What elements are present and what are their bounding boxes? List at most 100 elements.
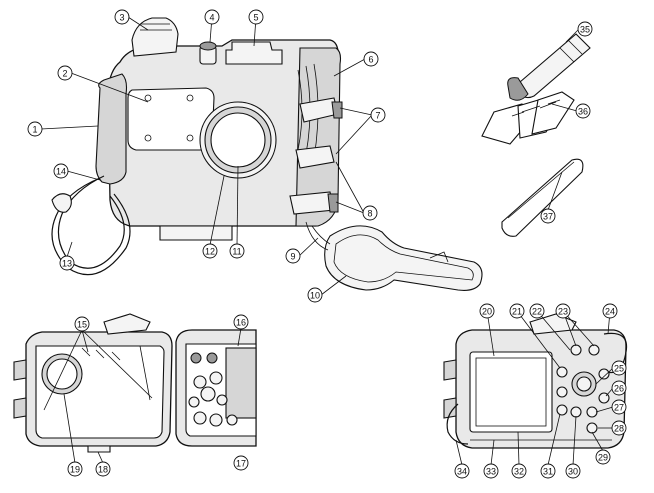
- callout-circle: [202, 243, 218, 259]
- callout-circle: [285, 248, 301, 264]
- callout-circle: [611, 360, 627, 376]
- callout-3: 3: [114, 9, 130, 25]
- callout-circle: [575, 103, 591, 119]
- callout-6: 6: [363, 51, 379, 67]
- callout-26: 26: [611, 380, 627, 396]
- callout-number: 24: [605, 307, 615, 317]
- callout-circle: [529, 303, 545, 319]
- interior-view-housing: [13, 313, 173, 453]
- callout-7: 7: [370, 107, 386, 123]
- callout-circle: [602, 303, 618, 319]
- callout-27: 27: [611, 399, 627, 415]
- callout-number: 16: [236, 318, 246, 328]
- callout-number: 11: [232, 247, 241, 257]
- callout-34: 34: [454, 463, 470, 479]
- callout-number: 36: [578, 107, 588, 117]
- callout-circle: [204, 9, 220, 25]
- callout-number: 22: [532, 307, 542, 317]
- callout-15: 15: [74, 316, 90, 332]
- callout-number: 9: [290, 252, 295, 262]
- grease-tube: [507, 33, 591, 101]
- callout-8: 8: [362, 205, 378, 221]
- callout-32: 32: [511, 463, 527, 479]
- callout-circle: [57, 65, 73, 81]
- callout-circle: [595, 449, 611, 465]
- callout-number: 25: [614, 364, 624, 374]
- callout-number: 19: [70, 465, 80, 475]
- callout-number: 14: [56, 167, 66, 177]
- callout-circle: [370, 107, 386, 123]
- callout-circle: [74, 316, 90, 332]
- callout-number: 35: [580, 25, 590, 35]
- callout-number: 21: [512, 307, 522, 317]
- callout-number: 30: [568, 467, 578, 477]
- callout-36: 36: [575, 103, 591, 119]
- callout-number: 3: [119, 13, 124, 23]
- callout-circle: [540, 463, 556, 479]
- callout-number: 18: [98, 465, 108, 475]
- callout-circle: [565, 463, 581, 479]
- anti-fog-sheets: [481, 91, 575, 145]
- callout-circle: [611, 399, 627, 415]
- callout-number: 26: [614, 384, 624, 394]
- callout-circle: [229, 243, 245, 259]
- callout-circle: [95, 461, 111, 477]
- callout-12: 12: [202, 243, 218, 259]
- callout-16: 16: [233, 314, 249, 330]
- callout-number: 29: [598, 453, 608, 463]
- callout-number: 31: [543, 467, 553, 477]
- callout-9: 9: [285, 248, 301, 264]
- callout-1: 1: [27, 121, 43, 137]
- callout-37: 37: [540, 208, 556, 224]
- callout-25: 25: [611, 360, 627, 376]
- callout-35: 35: [577, 21, 593, 37]
- rear-view-housing: [443, 313, 628, 449]
- callout-number: 28: [614, 424, 624, 434]
- callout-5: 5: [248, 9, 264, 25]
- front-view-housing: [51, 17, 343, 276]
- callout-21: 21: [509, 303, 525, 319]
- callout-number: 13: [62, 259, 72, 269]
- callout-circle: [511, 463, 527, 479]
- callout-circle: [59, 255, 75, 271]
- callout-20: 20: [479, 303, 495, 319]
- callout-28: 28: [611, 420, 627, 436]
- callout-11: 11: [229, 243, 245, 259]
- callout-circle: [555, 303, 571, 319]
- callout-circle: [479, 303, 495, 319]
- callout-circle: [307, 287, 323, 303]
- callout-number: 8: [367, 209, 372, 219]
- open-back-door: [175, 329, 257, 447]
- callout-number: 15: [77, 320, 87, 330]
- callout-number: 17: [236, 459, 246, 469]
- callout-14: 14: [53, 163, 69, 179]
- callout-17: 17: [233, 455, 249, 471]
- callout-10: 10: [307, 287, 323, 303]
- callout-24: 24: [602, 303, 618, 319]
- callout-circle: [248, 9, 264, 25]
- callout-2: 2: [57, 65, 73, 81]
- callout-circle: [362, 205, 378, 221]
- callout-number: 1: [32, 125, 37, 135]
- callout-circle: [233, 455, 249, 471]
- callout-4: 4: [204, 9, 220, 25]
- callout-22: 22: [529, 303, 545, 319]
- callout-23: 23: [555, 303, 571, 319]
- callout-circle: [114, 9, 130, 25]
- callout-number: 20: [482, 307, 492, 317]
- callout-circle: [53, 163, 69, 179]
- callout-number: 4: [209, 13, 214, 23]
- callout-circle: [27, 121, 43, 137]
- callout-circle: [540, 208, 556, 224]
- lens-cap: [305, 221, 483, 291]
- callout-number: 32: [514, 467, 524, 477]
- callout-number: 10: [310, 291, 320, 301]
- callout-circle: [611, 380, 627, 396]
- o-ring-tool: [501, 158, 584, 237]
- callout-circle: [611, 420, 627, 436]
- callout-number: 7: [375, 111, 380, 121]
- callout-31: 31: [540, 463, 556, 479]
- callout-13: 13: [59, 255, 75, 271]
